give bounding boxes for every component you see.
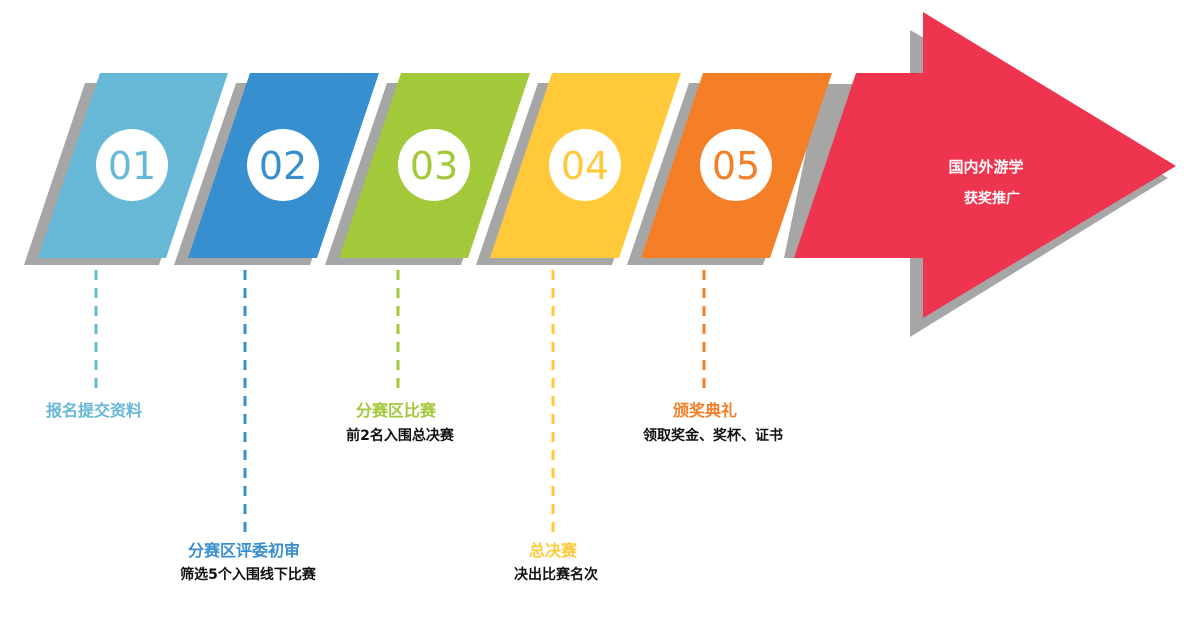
step-01-number-circle — [96, 129, 168, 201]
step-03: 03 分赛区比赛 前2名入围总决赛 — [325, 73, 530, 444]
step-02-number-circle — [247, 129, 319, 201]
step-02: 02 分赛区评委初审 筛选5个入围线下比赛 — [174, 73, 379, 583]
step-05-title: 颁奖典礼 — [673, 401, 737, 420]
step-01-number: 01 — [108, 144, 156, 188]
step-03-number: 03 — [410, 144, 458, 188]
step-02-title: 分赛区评委初审 — [188, 541, 300, 560]
step-03-number-circle — [398, 129, 470, 201]
final-arrow-label-1: 国内外游学 — [948, 158, 1023, 176]
step-02-subtitle: 筛选5个入围线下比赛 — [180, 566, 317, 583]
step-04-number: 04 — [561, 144, 609, 188]
step-01: 01 报名提交资料 — [24, 73, 228, 420]
step-05: 05 颁奖典礼 领取奖金、奖杯、证书 — [627, 73, 832, 444]
step-03-subtitle: 前2名入围总决赛 — [346, 427, 455, 444]
step-04: 04 总决赛 决出比赛名次 — [476, 73, 681, 583]
step-04-number-circle — [549, 129, 621, 201]
step-03-title: 分赛区比赛 — [356, 401, 437, 420]
final-arrow: 国内外游学 获奖推广 — [784, 12, 1176, 337]
step-04-subtitle: 决出比赛名次 — [514, 566, 598, 583]
step-02-number: 02 — [259, 144, 307, 188]
step-05-number-circle — [700, 129, 772, 201]
step-04-title: 总决赛 — [529, 541, 578, 560]
step-01-title: 报名提交资料 — [46, 401, 142, 420]
final-arrow-label-2: 获奖推广 — [964, 190, 1020, 207]
final-arrow-shape — [794, 12, 1176, 318]
step-05-number: 05 — [712, 144, 760, 188]
step-05-subtitle: 领取奖金、奖杯、证书 — [643, 427, 783, 444]
